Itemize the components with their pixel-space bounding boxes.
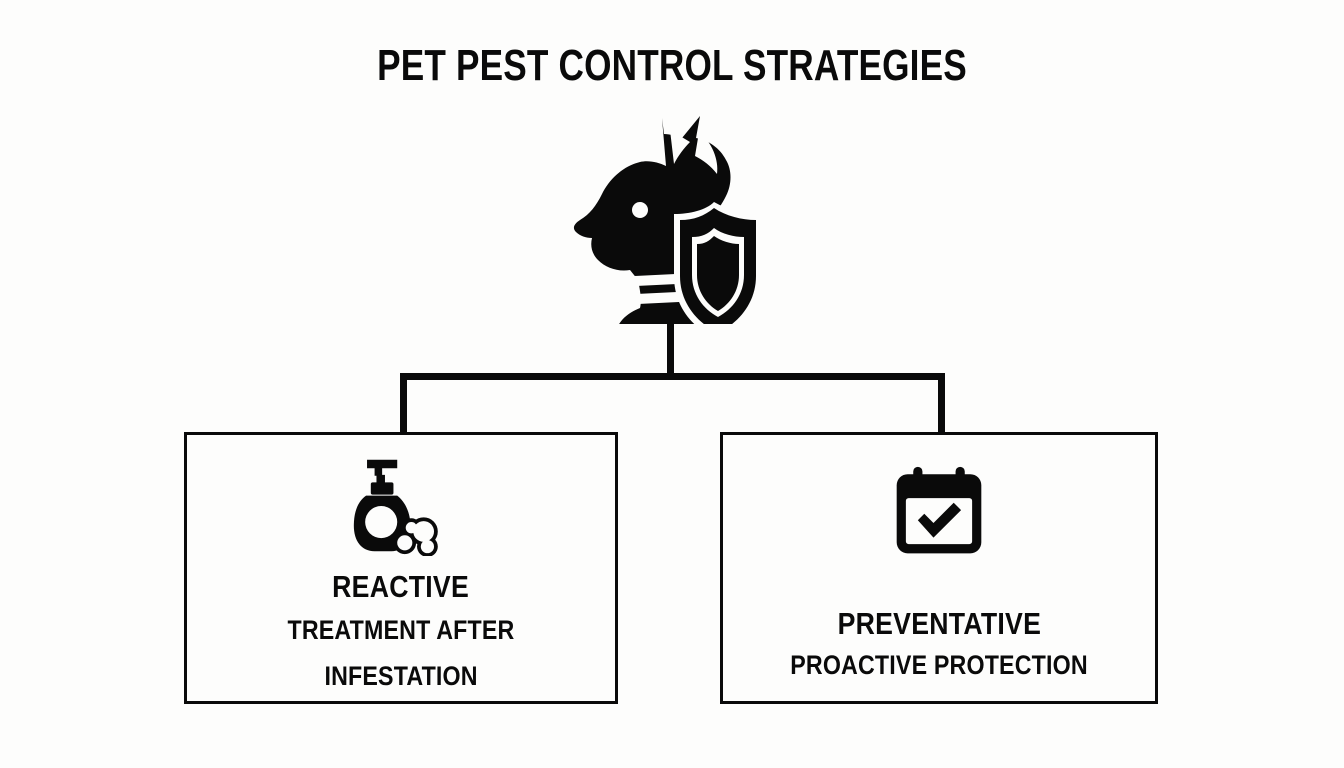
connector-drop-left [400,373,407,434]
card-preventative[interactable]: PREVENTATIVE PROACTIVE PROTECTION [720,432,1158,704]
connector-horizontal-bar [400,373,945,380]
card-preventative-subtitle-line1: PROACTIVE PROTECTION [790,650,1088,680]
connector-drop-right [938,373,945,434]
connector-stem [667,324,674,376]
page-title: PET PEST CONTROL STRATEGIES [377,41,967,90]
card-reactive-subtitle-line2: INFESTATION [324,661,478,691]
dog-head-with-shield-icon [566,104,782,324]
card-reactive-heading: REACTIVE [332,569,470,604]
card-reactive[interactable]: REACTIVE TREATMENT AFTER INFESTATION [184,432,618,704]
pump-bottle-with-bubbles-icon [350,456,452,556]
pump-bottle-icon-wrap [350,454,452,558]
card-preventative-heading: PREVENTATIVE [837,606,1041,641]
root-node-dog-shield [566,104,782,324]
calendar-check-icon-wrap [891,459,987,563]
calendar-check-icon [891,465,987,557]
card-reactive-subtitle-line1: TREATMENT AFTER [287,615,515,645]
